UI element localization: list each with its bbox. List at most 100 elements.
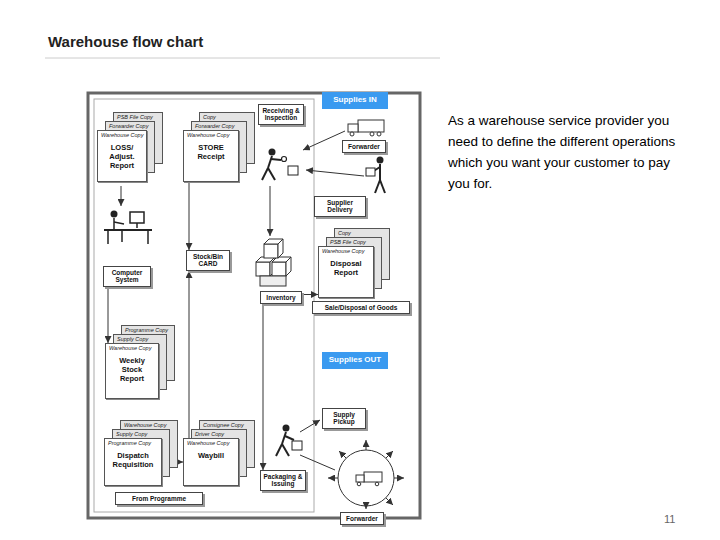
copy-label: Forwarder Copy — [109, 123, 151, 130]
distribution-circle — [357, 482, 361, 486]
flow-arrow — [300, 420, 320, 432]
distribution-circle — [338, 450, 394, 506]
distribution-circle — [386, 451, 393, 458]
document-title: STORE Receipt — [187, 143, 235, 161]
chart-frame — [88, 93, 420, 518]
desk-person — [114, 222, 124, 224]
copy-label: Warehouse Copy — [101, 132, 143, 139]
truck-icon — [358, 120, 384, 132]
box-text: Packaging & Issuing — [263, 473, 303, 488]
document-title: Disposal Report — [322, 259, 370, 277]
flow-arrow — [300, 455, 335, 470]
receiving-person — [262, 168, 268, 180]
packaging-person — [283, 425, 290, 432]
desk-person — [121, 230, 123, 242]
copy-label: Forwarder Copy — [195, 123, 243, 130]
section-header: Supplies OUT — [322, 352, 388, 369]
flow-arrow — [270, 186, 271, 236]
document-stack: CopyPSB File CopyWarehouse CopyDisposal … — [318, 228, 390, 298]
box-text: Sale/Disposal of Goods — [315, 304, 407, 311]
desk-person — [130, 212, 144, 223]
desk-person — [147, 230, 149, 244]
box-text: Inventory — [263, 294, 299, 301]
note-text: As a warehouse service provider you need… — [448, 110, 688, 194]
receiving-person — [262, 149, 298, 181]
copy-label: Warehouse Copy — [322, 248, 370, 255]
copy-label: Consignee Copy — [203, 422, 251, 429]
document-stack: Warehouse CopySupply CopyProgramme CopyD… — [104, 420, 178, 486]
inventory-boxes — [256, 239, 291, 286]
distribution-circle — [394, 478, 404, 479]
desk-person — [136, 223, 138, 228]
document-sheet: Programme CopyDispatch Requisition — [104, 438, 162, 486]
party-label: Forwarder — [340, 512, 384, 525]
packaging-person — [276, 444, 282, 456]
inventory-boxes — [278, 239, 283, 258]
chart-title: Warehouse flow chart — [48, 33, 203, 50]
inventory-boxes — [260, 276, 286, 286]
flow-connector — [263, 304, 264, 470]
copy-label: Warehouse Copy — [187, 440, 235, 447]
inventory-boxes — [264, 244, 278, 258]
document-title: LOSS/ Adjust. Report — [101, 143, 143, 170]
box-text: Forwarder — [345, 143, 383, 150]
step-label: Packaging & Issuing — [260, 470, 306, 491]
flow-connector — [108, 287, 109, 343]
distribution-circle — [366, 506, 367, 509]
header-text: Supplies OUT — [326, 356, 384, 365]
distribution-circle — [375, 482, 379, 486]
packaging-person — [276, 425, 302, 457]
copy-label: Programme Copy — [108, 440, 158, 447]
step-label: Sale/Disposal of Goods — [312, 301, 410, 314]
delivery-person — [366, 157, 385, 194]
receiving-person — [282, 157, 287, 162]
copy-label: PSB File Copy — [330, 239, 378, 246]
box-text: Receiving & Inspection — [261, 107, 301, 122]
document-sheet: Warehouse CopyWeekly Stock Report — [105, 343, 159, 399]
document-title: Waybill — [187, 451, 235, 460]
copy-label: PSB File Copy — [117, 114, 159, 121]
desk-person — [104, 211, 152, 245]
step-label: Inventory — [260, 291, 302, 304]
chart-frame — [88, 93, 420, 518]
desk-person — [104, 229, 152, 231]
source-label: From Programme — [115, 492, 203, 505]
desk-person — [111, 211, 118, 218]
header-text: Supplies IN — [326, 96, 384, 105]
delivery-person — [380, 180, 385, 193]
truck-icon — [348, 120, 384, 136]
chart-frame — [94, 99, 314, 512]
flow-arrow — [306, 170, 364, 176]
inventory-boxes — [286, 257, 291, 276]
flow-arrow — [121, 186, 122, 206]
copy-label: Warehouse Copy — [187, 132, 235, 139]
packaging-person — [282, 432, 286, 444]
desk-person — [107, 230, 109, 244]
document-sheet: Warehouse CopyDisposal Report — [318, 246, 374, 298]
flow-arrow — [303, 131, 345, 150]
packaging-person — [282, 444, 289, 456]
section-header: Supplies IN — [322, 92, 388, 109]
document-title: Dispatch Requisition — [108, 451, 158, 469]
delivery-person — [366, 168, 375, 176]
document-stack: Consignee CopyDriver CopyWarehouse CopyW… — [183, 420, 255, 486]
box-text: Stock/Bin CARD — [189, 253, 227, 268]
receiving-person — [268, 168, 275, 180]
document-sheet: Warehouse CopySTORE Receipt — [183, 130, 239, 182]
distribution-circle — [386, 498, 393, 505]
inventory-boxes — [272, 262, 286, 276]
distribution-circle — [328, 478, 338, 479]
step-label: Receiving & Inspection — [258, 104, 304, 125]
truck-icon — [370, 132, 374, 136]
copy-label: Supply Copy — [117, 336, 163, 343]
box-text: From Programme — [118, 495, 200, 502]
record-box: Stock/Bin CARD — [186, 250, 230, 271]
document-stack: Programme CopySupply CopyWarehouse CopyW… — [105, 325, 175, 399]
desk-person — [113, 218, 115, 230]
party-label: Supplier Delivery — [314, 196, 366, 217]
copy-label: Driver Copy — [195, 431, 243, 438]
box-text: Forwarder — [343, 515, 381, 522]
copy-label: Programme Copy — [125, 327, 171, 334]
receiving-person — [288, 166, 298, 175]
receiving-person — [269, 149, 276, 156]
